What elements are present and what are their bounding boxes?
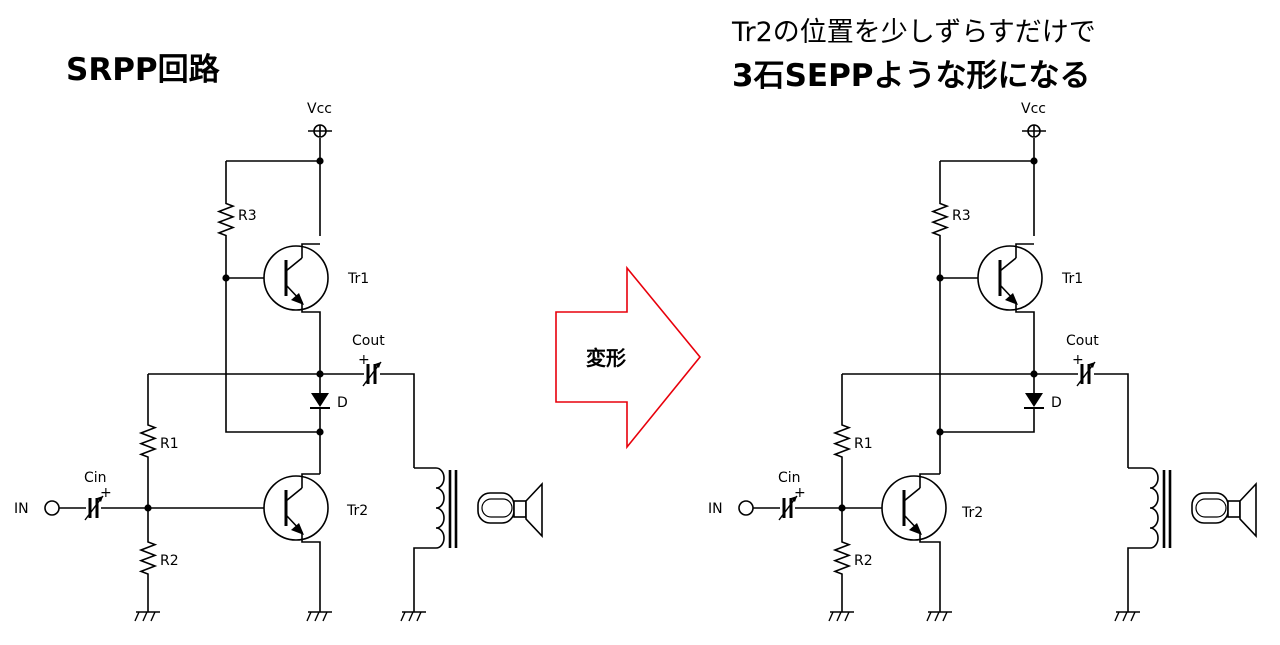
left-title: SRPP回路 — [66, 52, 220, 88]
wire — [1015, 310, 1035, 374]
transform-arrow-shape — [555, 265, 702, 450]
label-d: D — [337, 395, 348, 411]
transformer-primary-coil — [1149, 467, 1159, 549]
label-in: IN — [708, 501, 723, 517]
vcc-terminal-icon — [1021, 124, 1047, 138]
junction-dot — [1030, 157, 1038, 165]
label-r3: R3 — [238, 208, 257, 224]
label-plus-cin: + — [100, 485, 112, 501]
label-cin: Cin — [778, 470, 801, 486]
diode-d — [311, 393, 329, 407]
junction-dot — [316, 157, 324, 165]
speaker-icon — [1191, 483, 1257, 537]
label-r3: R3 — [952, 208, 971, 224]
speaker-icon — [477, 483, 543, 537]
resistor-r3 — [930, 161, 950, 278]
junction-dot — [222, 274, 230, 282]
transform-arrow: 変形 — [555, 265, 702, 450]
wire — [919, 473, 940, 476]
resistor-r2 — [138, 508, 158, 608]
label-plus-cin: + — [794, 485, 806, 501]
resistor-r1 — [138, 374, 158, 508]
wire — [940, 408, 1035, 433]
label-tr1: Tr1 — [347, 271, 369, 287]
ground-icon — [306, 611, 333, 622]
label-tr2: Tr2 — [346, 503, 368, 519]
label-vcc: Vcc — [1021, 101, 1046, 117]
transform-arrow-label: 変形 — [586, 346, 626, 370]
transistor-tr2 — [880, 474, 948, 542]
label-plus-cout: + — [358, 352, 370, 368]
input-terminal-icon — [738, 500, 754, 516]
wire — [301, 473, 320, 476]
ground-icon — [134, 611, 161, 622]
label-vcc: Vcc — [307, 101, 332, 117]
wire — [301, 310, 321, 374]
wire — [1015, 243, 1034, 246]
resistor-r3 — [216, 161, 236, 278]
transistor-tr1 — [976, 244, 1044, 312]
wire — [301, 540, 321, 612]
label-in: IN — [14, 501, 29, 517]
label-cout: Cout — [1066, 333, 1099, 349]
ground-icon — [828, 611, 855, 622]
label-cout: Cout — [352, 333, 385, 349]
junction-dot — [936, 274, 944, 282]
wire — [1127, 547, 1150, 612]
ground-icon — [926, 611, 953, 622]
label-r2: R2 — [160, 553, 179, 569]
label-plus-cout: + — [1072, 352, 1084, 368]
label-cin: Cin — [84, 470, 107, 486]
transistor-tr1 — [262, 244, 330, 312]
wire — [225, 278, 320, 433]
wire — [301, 243, 320, 246]
ground-icon — [400, 611, 427, 622]
transistor-tr2 — [262, 474, 330, 542]
right-subtitle: Tr2の位置を少しずらすだけで — [732, 17, 1096, 48]
vcc-terminal-icon — [307, 124, 333, 138]
wire — [919, 540, 941, 612]
label-tr2: Tr2 — [961, 505, 983, 521]
label-r1: R1 — [854, 436, 873, 452]
label-tr1: Tr1 — [1061, 271, 1083, 287]
transformer-primary-coil — [435, 467, 445, 549]
input-terminal-icon — [44, 500, 60, 516]
label-d: D — [1051, 395, 1062, 411]
diode-d — [1025, 393, 1043, 407]
wire — [1094, 373, 1129, 468]
right-title: 3石SEPPような形になる — [732, 58, 1091, 94]
label-r1: R1 — [160, 436, 179, 452]
label-r2: R2 — [854, 553, 873, 569]
wire — [380, 373, 415, 468]
wire — [413, 547, 436, 612]
resistor-r1 — [832, 374, 852, 508]
junction-dot — [316, 428, 324, 436]
resistor-r2 — [832, 508, 852, 608]
ground-icon — [1114, 611, 1141, 622]
